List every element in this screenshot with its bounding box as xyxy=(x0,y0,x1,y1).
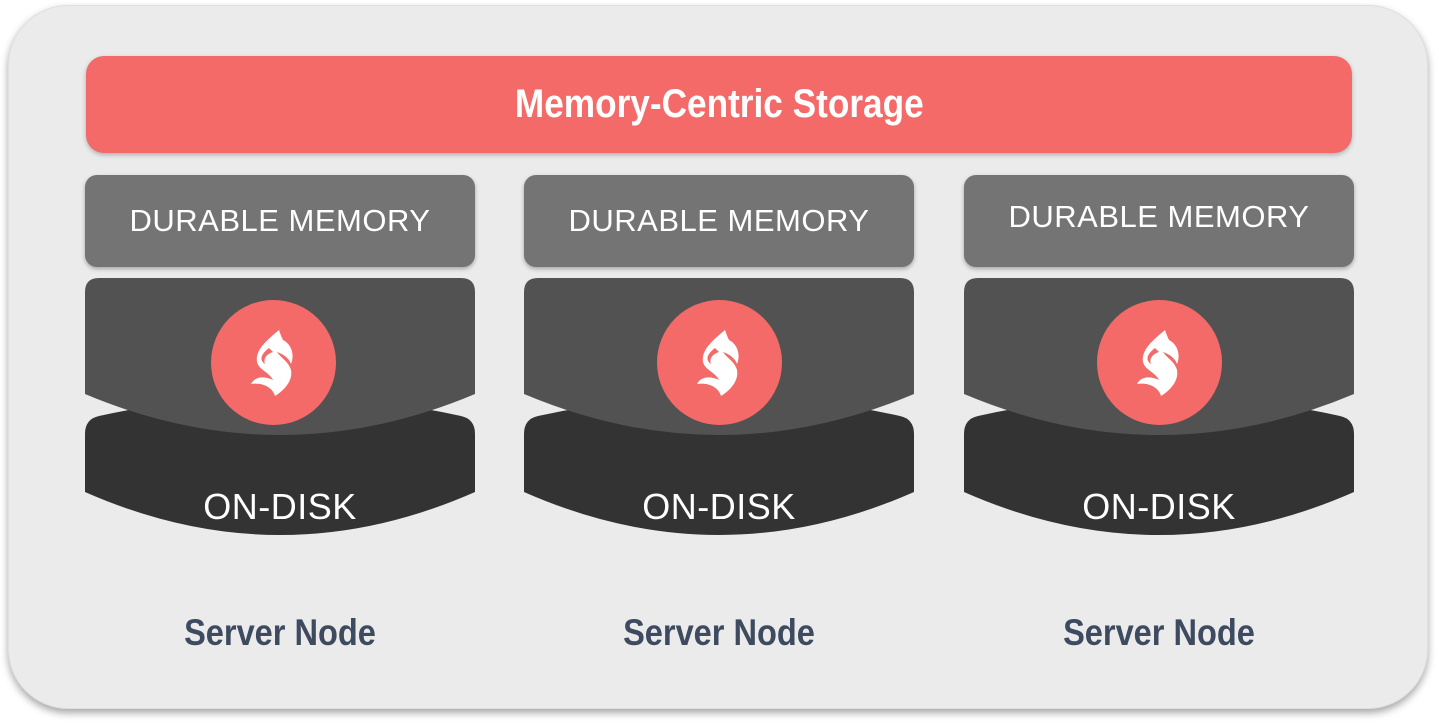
server-node-label: Server Node xyxy=(184,612,376,653)
flame-icon xyxy=(1137,330,1179,396)
on-disk-label: ON-DISK xyxy=(642,486,796,527)
on-disk-label: ON-DISK xyxy=(1082,486,1236,527)
flame-icon xyxy=(251,330,293,396)
server-node-1: DURABLE MEMORY ON-DISK Server Node xyxy=(85,0,475,725)
server-node-3: DURABLE MEMORY ON-DISK Server Node xyxy=(964,0,1354,725)
durable-memory-box: DURABLE MEMORY xyxy=(964,175,1354,267)
durable-memory-box: DURABLE MEMORY xyxy=(85,175,475,267)
memory-centric-storage-banner: Memory-Centric Storage xyxy=(86,56,1352,153)
storage-layers: ON-DISK xyxy=(964,278,1354,568)
server-node-2: DURABLE MEMORY ON-DISK Server Node xyxy=(524,0,914,725)
durable-memory-box: DURABLE MEMORY xyxy=(524,175,914,267)
server-node-label: Server Node xyxy=(1063,612,1255,653)
flame-badge xyxy=(657,300,782,425)
storage-layers-graphic xyxy=(524,278,914,535)
banner-title: Memory-Centric Storage xyxy=(514,82,924,126)
storage-layers: ON-DISK xyxy=(524,278,914,568)
storage-layers: ON-DISK xyxy=(85,278,475,568)
flame-badge xyxy=(211,300,336,425)
flame-badge xyxy=(1097,300,1222,425)
durable-memory-label: DURABLE MEMORY xyxy=(1008,199,1310,234)
flame-icon xyxy=(697,330,739,396)
on-disk-label: ON-DISK xyxy=(203,486,357,527)
server-node-label: Server Node xyxy=(623,612,815,653)
